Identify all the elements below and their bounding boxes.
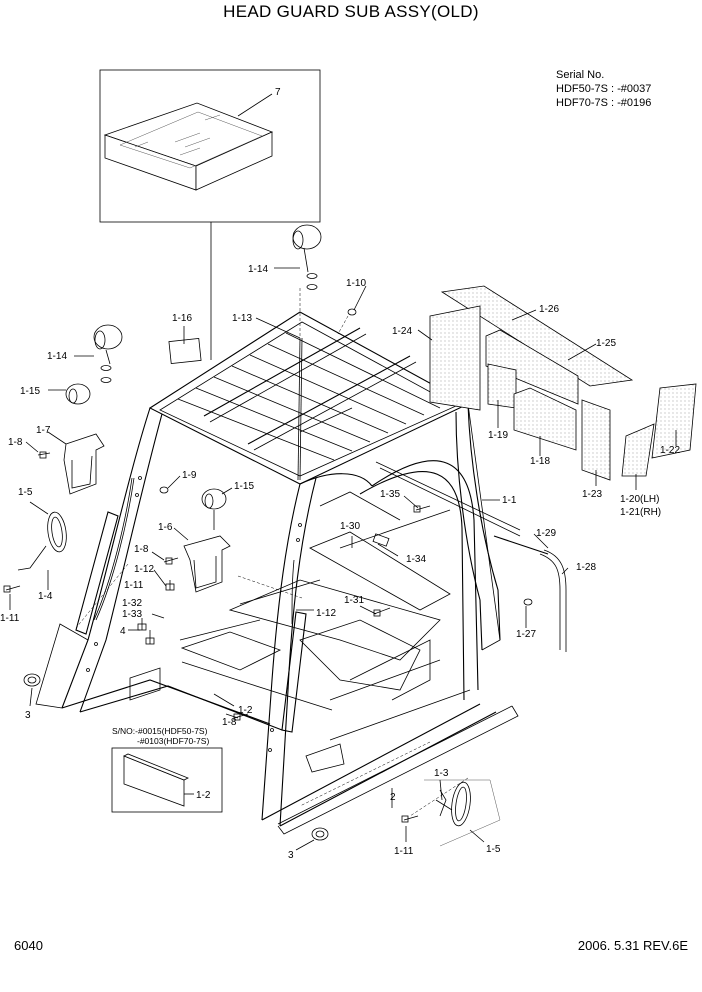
callout-1-9: 1-9: [182, 470, 197, 481]
callout-1-4: 1-4: [38, 591, 53, 602]
callout-1-20-lh: 1-20(LH): [620, 494, 659, 505]
page-title: HEAD GUARD SUB ASSY(OLD): [223, 2, 479, 21]
hardware: [3, 308, 533, 841]
serial-line-hdf50: HDF50-7S : -#0037: [556, 83, 652, 95]
callout-1-2-upper: 1-2: [238, 705, 253, 716]
callout-1-6: 1-6: [158, 522, 173, 533]
callout-1-14-left: 1-14: [47, 351, 67, 362]
callout-1-28: 1-28: [576, 562, 596, 573]
phantom-lines: [75, 288, 469, 817]
panel-1-18: [513, 387, 577, 451]
trim-strips: [277, 535, 567, 835]
callout-1-33: 1-33: [122, 609, 142, 620]
callout-1-31: 1-31: [344, 595, 364, 606]
serial-note-line-1: S/NO:-#0015(HDF50-7S): [112, 726, 208, 736]
callout-1-1: 1-1: [502, 495, 517, 506]
callout-1-26: 1-26: [539, 304, 559, 315]
serial-note-line-2: -#0103(HDF70-7S): [137, 736, 209, 746]
lamps: [65, 224, 322, 530]
callout-1-11-lower: 1-11: [394, 846, 414, 857]
callout-1-11-left: 1-11: [124, 580, 144, 591]
callout-1-11-far-left: 1-11: [0, 613, 20, 624]
callout-1-15-right: 1-15: [234, 481, 254, 492]
callout-1-22: 1-22: [660, 445, 680, 456]
wiring-harness: [93, 337, 303, 625]
side-panels: [429, 285, 697, 481]
grab-handles: [75, 511, 307, 733]
date-revision: 2006. 5.31 REV.6E: [577, 938, 688, 953]
callout-1-14-top: 1-14: [248, 264, 268, 275]
callout-1-5-left: 1-5: [18, 487, 33, 498]
callout-1-7: 1-7: [36, 425, 51, 436]
serial-line-hdf70: HDF70-7S : -#0196: [556, 97, 652, 109]
callout-1-30: 1-30: [340, 521, 360, 532]
mirrors: [17, 511, 501, 847]
panel-1-23: [581, 399, 611, 481]
callout-1-13: 1-13: [232, 313, 252, 324]
callout-7: 7: [275, 87, 281, 98]
serial-note: S/NO:-#0015(HDF50-7S) -#0103(HDF70-7S): [112, 726, 209, 746]
callout-1-5-lower: 1-5: [486, 844, 501, 855]
lamp-brackets: [63, 433, 231, 593]
callout-1-27: 1-27: [516, 629, 536, 640]
leader-lines: [9, 267, 677, 851]
callout-1-8-lower: 1-8: [222, 717, 237, 728]
callout-1-16: 1-16: [172, 313, 192, 324]
callout-1-12-right: 1-12: [316, 608, 336, 619]
callout-1-19: 1-19: [488, 430, 508, 441]
callout-1-34: 1-34: [406, 554, 426, 565]
callout-1-29: 1-29: [536, 528, 556, 539]
panel-1-22: [651, 383, 697, 459]
callout-1-25: 1-25: [596, 338, 616, 349]
serial-heading: Serial No.: [556, 69, 605, 81]
callout-1-8-mid: 1-8: [134, 544, 149, 555]
serial-number-block: Serial No. HDF50-7S : -#0037 HDF70-7S : …: [556, 68, 651, 110]
callout-2: 2: [390, 792, 396, 803]
callout-1-12-left: 1-12: [134, 564, 154, 575]
callout-1-23: 1-23: [582, 489, 602, 500]
roof-panel-part-7: [99, 69, 321, 360]
callout-labels: 7 1-14 1-10 1-26 1-16 1-13 1-24 1-25 1-1…: [0, 87, 680, 861]
callout-1-24: 1-24: [392, 326, 412, 337]
plate-part-1-2-box: [111, 747, 223, 813]
callout-4: 4: [120, 626, 126, 637]
callout-1-21-rh: 1-21(RH): [620, 507, 661, 518]
panel-1-24: [429, 305, 481, 411]
head-guard-frame-part-1-1: [35, 311, 521, 827]
callout-1-3: 1-3: [434, 768, 449, 779]
callout-1-35: 1-35: [380, 489, 400, 500]
callout-1-18: 1-18: [530, 456, 550, 467]
callout-3-left: 3: [25, 710, 31, 721]
callout-1-2-box: 1-2: [196, 790, 211, 801]
callout-3-lower: 3: [288, 850, 294, 861]
panel-1-20-21: [621, 423, 655, 477]
panel-1-25: [485, 329, 579, 405]
callout-1-32: 1-32: [122, 598, 142, 609]
roof-panel-frame: [99, 69, 321, 223]
callout-1-15-left: 1-15: [20, 386, 40, 397]
callout-1-10: 1-10: [346, 278, 366, 289]
callout-1-8-left: 1-8: [8, 437, 23, 448]
panel-1-19: [487, 363, 517, 409]
page-number: 6040: [14, 938, 43, 953]
